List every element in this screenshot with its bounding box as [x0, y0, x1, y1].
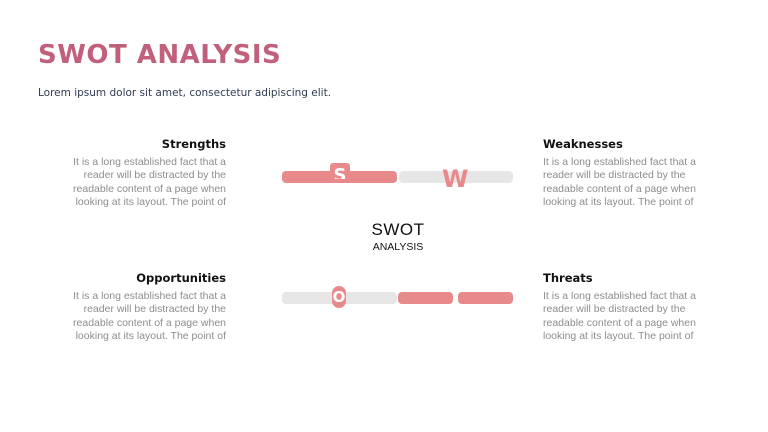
slide-title: SWOT ANALYSIS	[38, 40, 282, 70]
slide-subtitle: Lorem ipsum dolor sit amet, consectetur …	[38, 87, 332, 99]
threats-text: It is a long established fact that a rea…	[543, 290, 696, 343]
weaknesses-heading: Weaknesses	[543, 137, 623, 151]
weaknesses-block: Weaknesses It is a long established fact…	[543, 137, 713, 210]
opportunities-text: It is a long established fact that a rea…	[73, 290, 226, 343]
threats-block: Threats It is a long established fact th…	[543, 271, 713, 344]
weaknesses-text: It is a long established fact that a rea…	[543, 156, 696, 209]
strengths-text: It is a long established fact that a rea…	[73, 156, 226, 209]
center-label: SWOT ANALYSIS	[338, 220, 458, 253]
threats-bar-left	[398, 292, 453, 304]
threats-heading: Threats	[543, 271, 593, 285]
opportunities-letter: O	[332, 286, 346, 308]
center-label-sub: ANALYSIS	[372, 241, 424, 253]
strengths-block: Strengths It is a long established fact …	[56, 137, 226, 210]
weaknesses-track	[399, 171, 513, 183]
center-label-main: SWOT	[371, 220, 425, 239]
opportunities-heading: Opportunities	[136, 271, 226, 285]
opportunities-block: Opportunities It is a long established f…	[56, 271, 226, 344]
threats-bar-right	[458, 292, 513, 304]
strengths-heading: Strengths	[161, 137, 226, 151]
weaknesses-letter: W	[442, 165, 469, 193]
strengths-letter: S	[330, 163, 350, 179]
